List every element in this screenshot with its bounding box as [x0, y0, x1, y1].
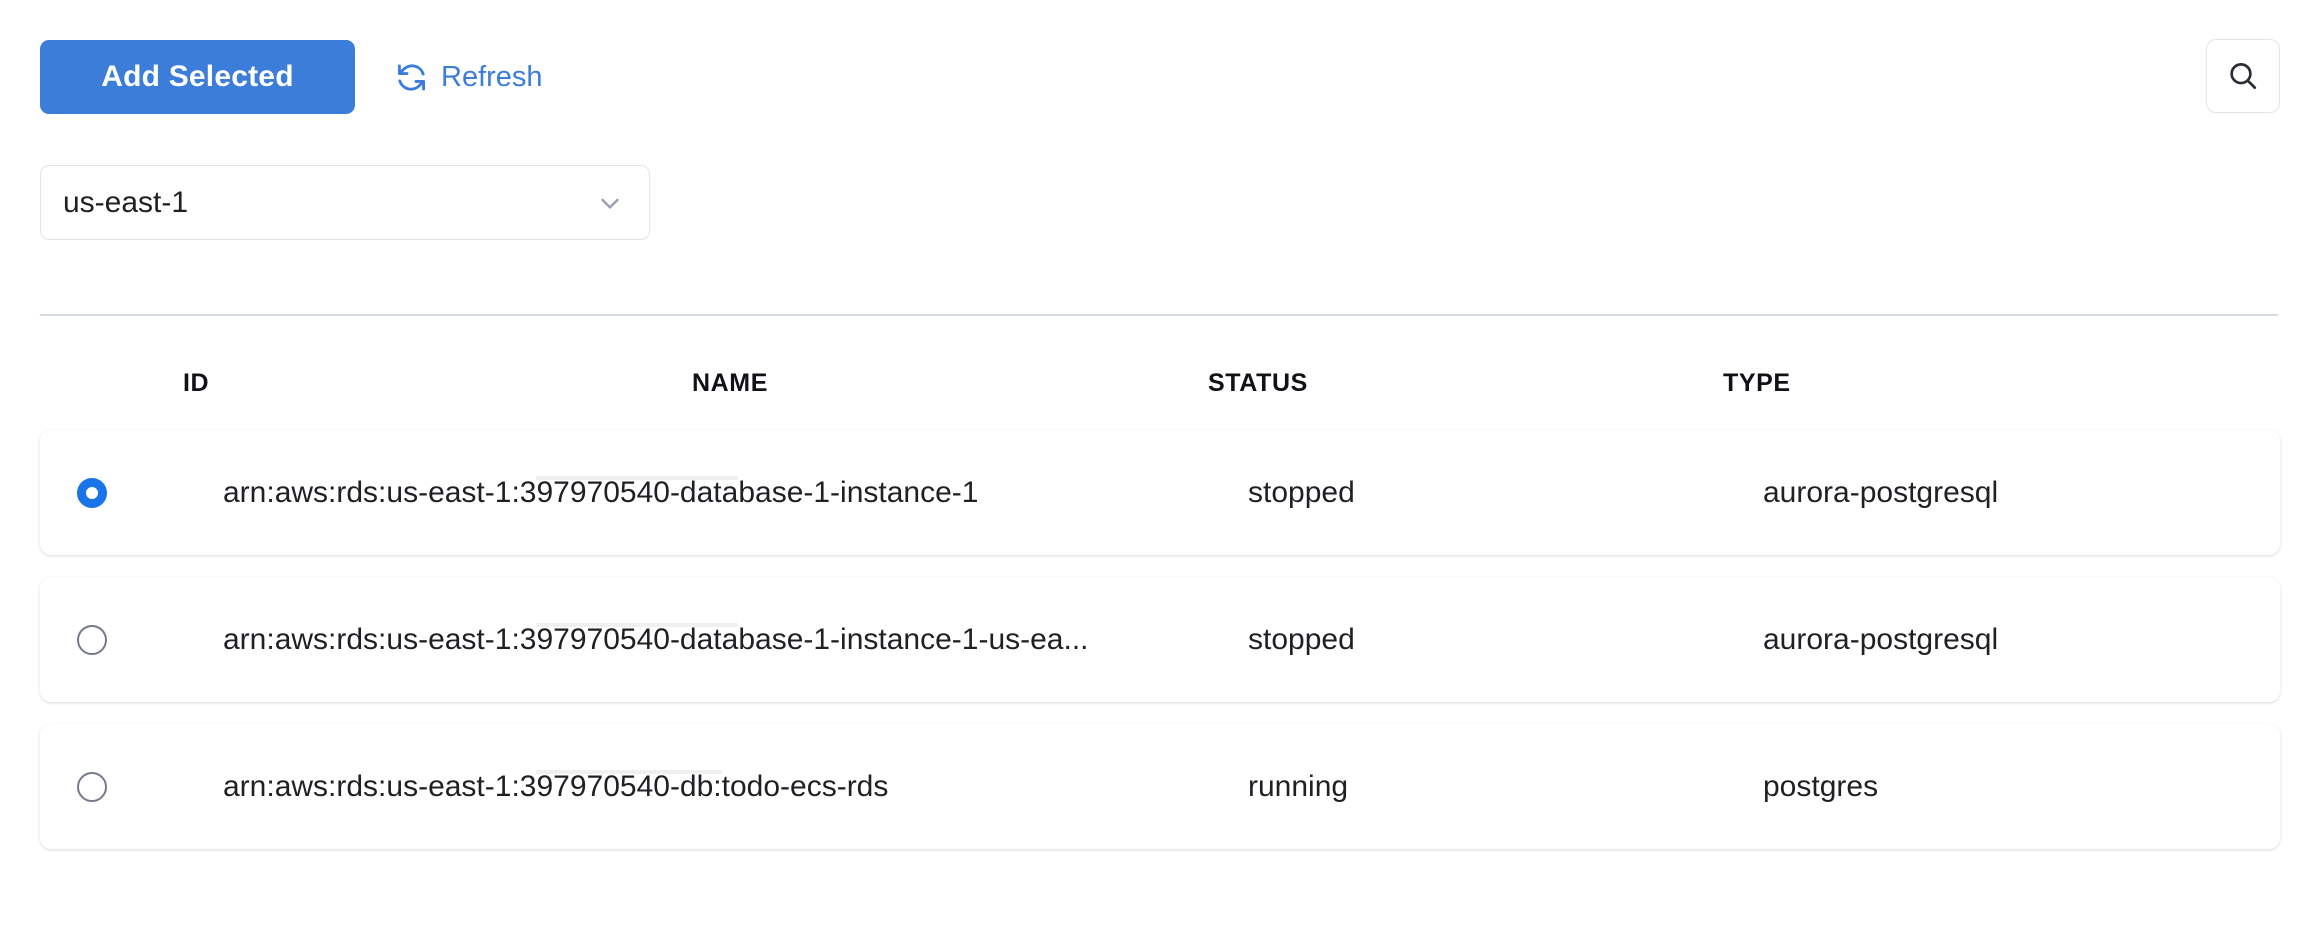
- arn-redacted-segment: 97970540-data: [536, 622, 739, 657]
- column-header-name: NAME: [692, 369, 769, 397]
- radio-button[interactable]: [77, 624, 107, 655]
- arn-prefix: arn:aws:rds:us-east-1:3: [223, 769, 537, 803]
- cell-status: running: [1248, 769, 1349, 803]
- search-button[interactable]: [2206, 39, 2280, 113]
- radio-button-selected[interactable]: [77, 477, 107, 508]
- cell-id: arn:aws:rds:us-east-1:397970540-db:todo-…: [223, 769, 1223, 804]
- cell-type: aurora-postgresql: [1763, 622, 1999, 656]
- refresh-label: Refresh: [441, 60, 543, 93]
- region-select[interactable]: us-east-1: [40, 165, 650, 240]
- column-header-id: ID: [183, 369, 210, 397]
- arn-suffix: todo-ecs-rds: [721, 769, 889, 803]
- chevron-down-icon: [589, 188, 631, 218]
- row-select-cell: [62, 771, 122, 802]
- arn-suffix: base-1-instance-1: [738, 475, 979, 509]
- instances-table: ID NAME STATUS TYPE arn:aws:rds:us-east-…: [0, 355, 2298, 871]
- row-select-cell: [62, 477, 122, 508]
- arn-redacted-segment: 97970540-db:: [536, 769, 722, 804]
- cell-status: stopped: [1248, 622, 1355, 656]
- add-selected-button[interactable]: Add Selected: [40, 40, 355, 114]
- section-divider: [40, 314, 2278, 316]
- cell-status: stopped: [1248, 475, 1355, 509]
- column-header-status: STATUS: [1208, 369, 1308, 397]
- arn-suffix: base-1-instance-1-us-ea...: [738, 622, 1089, 656]
- table-header-row: ID NAME STATUS TYPE: [0, 355, 2298, 430]
- cell-type: aurora-postgresql: [1763, 475, 1999, 509]
- table-row[interactable]: arn:aws:rds:us-east-1:397970540-db:todo-…: [40, 724, 2280, 849]
- refresh-icon: [395, 61, 428, 94]
- row-select-cell: [62, 624, 122, 655]
- region-select-value: us-east-1: [63, 185, 189, 219]
- cell-type: postgres: [1763, 769, 1879, 803]
- radio-button[interactable]: [77, 771, 107, 802]
- arn-redacted-segment: 97970540-data: [536, 475, 739, 510]
- refresh-button[interactable]: Refresh: [395, 52, 543, 102]
- arn-prefix: arn:aws:rds:us-east-1:3: [223, 622, 537, 656]
- arn-prefix: arn:aws:rds:us-east-1:3: [223, 475, 537, 509]
- search-icon: [2226, 59, 2260, 93]
- column-header-type: TYPE: [1723, 369, 1791, 397]
- toolbar: Add Selected Refresh: [0, 0, 2298, 160]
